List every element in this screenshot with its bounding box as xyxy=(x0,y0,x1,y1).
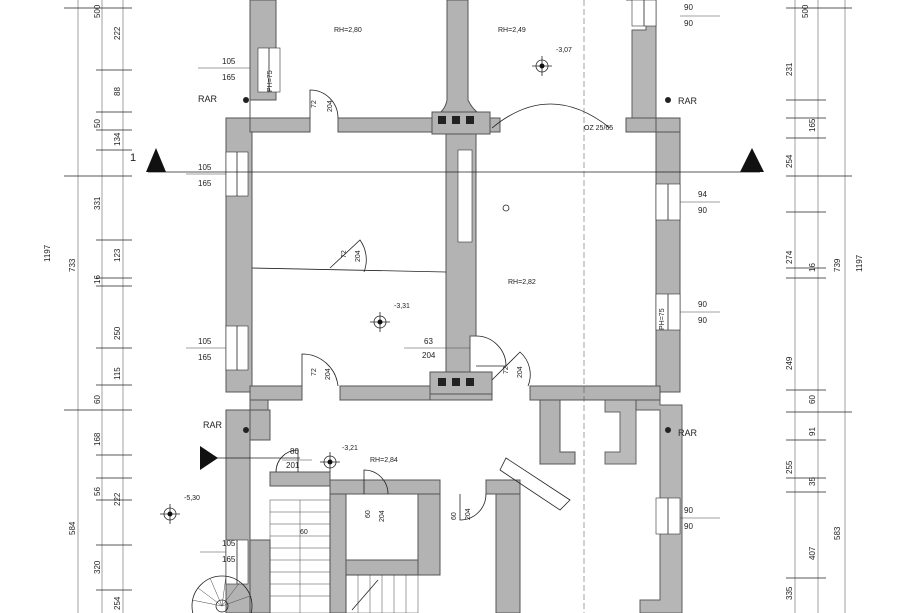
room-height-label: RH=2,80 xyxy=(334,27,362,34)
door-label: 60 xyxy=(365,510,372,518)
window-label-bottom: 90 xyxy=(684,522,693,531)
dimension-label: 320 xyxy=(93,560,102,574)
level-label: -5,30 xyxy=(184,495,200,502)
partitions xyxy=(251,0,585,613)
door-label: 72 xyxy=(311,100,318,108)
window-label-bottom: 165 xyxy=(198,353,212,362)
dimension-label: 249 xyxy=(785,356,794,370)
room-height-label: RH=2,82 xyxy=(508,279,536,286)
right-dimension-lines xyxy=(786,0,852,613)
dimension-label: 255 xyxy=(785,460,794,474)
door-label: 204 xyxy=(325,368,332,380)
window-label-top: 105 xyxy=(198,337,212,346)
walls xyxy=(225,0,683,613)
door-label: 204 xyxy=(355,250,362,262)
dimension-label: 123 xyxy=(113,248,122,262)
dimension-label: 91 xyxy=(808,427,817,436)
dimension-label: 222 xyxy=(113,26,122,40)
window-label-top: 105 xyxy=(222,539,236,548)
dimension-label: 407 xyxy=(808,546,817,560)
dimension-label: 50 xyxy=(93,119,102,128)
dimension-label: 115 xyxy=(113,367,122,380)
door-swings xyxy=(275,89,611,521)
window-label-top: 105 xyxy=(198,163,212,172)
section-marker-label: 1 xyxy=(130,152,136,164)
dimension-label: 331 xyxy=(93,196,102,210)
door-label: 204 xyxy=(379,510,386,522)
door-label: 204 xyxy=(465,508,472,520)
dimension-label: 60 xyxy=(808,395,817,404)
dimension-label: 335 xyxy=(785,586,794,600)
left-inner-dims: 222 88 50 134 331 123 16 250 115 60 168 … xyxy=(93,26,122,610)
rar-label: RAR xyxy=(203,420,223,430)
dimension-label: 88 xyxy=(113,87,122,96)
dimension-label: 500 xyxy=(801,4,810,18)
dimension-label: 250 xyxy=(113,326,122,340)
window-label-bottom: 204 xyxy=(422,351,436,360)
window-label-bottom: 165 xyxy=(198,179,212,188)
dimension-label: 231 xyxy=(785,62,794,76)
window-label-top: 90 xyxy=(684,506,693,515)
room-height-label: RH=2,84 xyxy=(370,457,398,464)
window-label-top: 80 xyxy=(290,447,299,456)
other-label: OZ 25/65 xyxy=(584,125,613,132)
left-dimension-lines xyxy=(64,0,132,613)
dimension-label: 583 xyxy=(833,526,842,540)
window-label-bottom: 165 xyxy=(222,555,236,564)
window-label-top: 105 xyxy=(222,57,236,66)
parapet-label: PH=75 xyxy=(267,70,274,92)
dimension-label: 1197 xyxy=(855,254,864,272)
room-height-label: RH=2,49 xyxy=(498,27,526,34)
dimension-label: 500 xyxy=(93,4,102,18)
dimension-label: 733 xyxy=(68,258,77,272)
window-label-bottom: 90 xyxy=(684,19,693,28)
dimension-label: 1197 xyxy=(43,244,52,262)
dimension-label: 739 xyxy=(833,258,842,272)
right-inner-dims: 231 165 254 274 16 249 60 91 255 35 407 … xyxy=(785,62,817,600)
level-label: -3,07 xyxy=(556,47,572,54)
window-label-bottom: 90 xyxy=(698,206,707,215)
window-label-top: 90 xyxy=(684,3,693,12)
window-label-top: 90 xyxy=(698,300,707,309)
dimension-label: 168 xyxy=(93,432,102,446)
parapet-label: PH=75 xyxy=(659,308,666,330)
door-label: 204 xyxy=(517,366,524,378)
dimension-label: 254 xyxy=(785,154,794,168)
dimension-label: 134 xyxy=(113,132,122,146)
level-label: -3,31 xyxy=(394,303,410,310)
door-label: 60 xyxy=(300,529,308,536)
stairs xyxy=(191,499,419,613)
dimension-label: 165 xyxy=(808,118,817,132)
section-line xyxy=(146,148,764,470)
dimension-label: 584 xyxy=(68,521,77,535)
window-label-bottom: 201 xyxy=(286,461,300,470)
door-label: 72 xyxy=(311,368,318,376)
dimension-label: 60 xyxy=(93,395,102,404)
door-label: 72 xyxy=(341,250,348,258)
window-label-bottom: 90 xyxy=(698,316,707,325)
door-label: 72 xyxy=(503,366,510,374)
dimension-label: 56 xyxy=(93,487,102,496)
dimension-label: 254 xyxy=(113,596,122,610)
dimension-label: 16 xyxy=(808,263,817,272)
level-label: -3,21 xyxy=(342,445,358,452)
dimension-label: 222 xyxy=(113,492,122,506)
window-label-top: 63 xyxy=(424,337,433,346)
dimension-label: 274 xyxy=(785,250,794,264)
label-leaders xyxy=(186,15,720,553)
window-label-bottom: 165 xyxy=(222,73,236,82)
door-label: 60 xyxy=(451,512,458,520)
dimension-label: 35 xyxy=(808,477,817,486)
door-label: 204 xyxy=(327,100,334,112)
dimension-label: 16 xyxy=(93,275,102,284)
rar-label: RAR xyxy=(678,96,698,106)
rar-label: RAR xyxy=(198,94,218,104)
rar-label: RAR xyxy=(678,428,698,438)
chimney-flues xyxy=(438,116,474,386)
level-markers xyxy=(160,56,671,524)
window-label-top: 94 xyxy=(698,190,707,199)
